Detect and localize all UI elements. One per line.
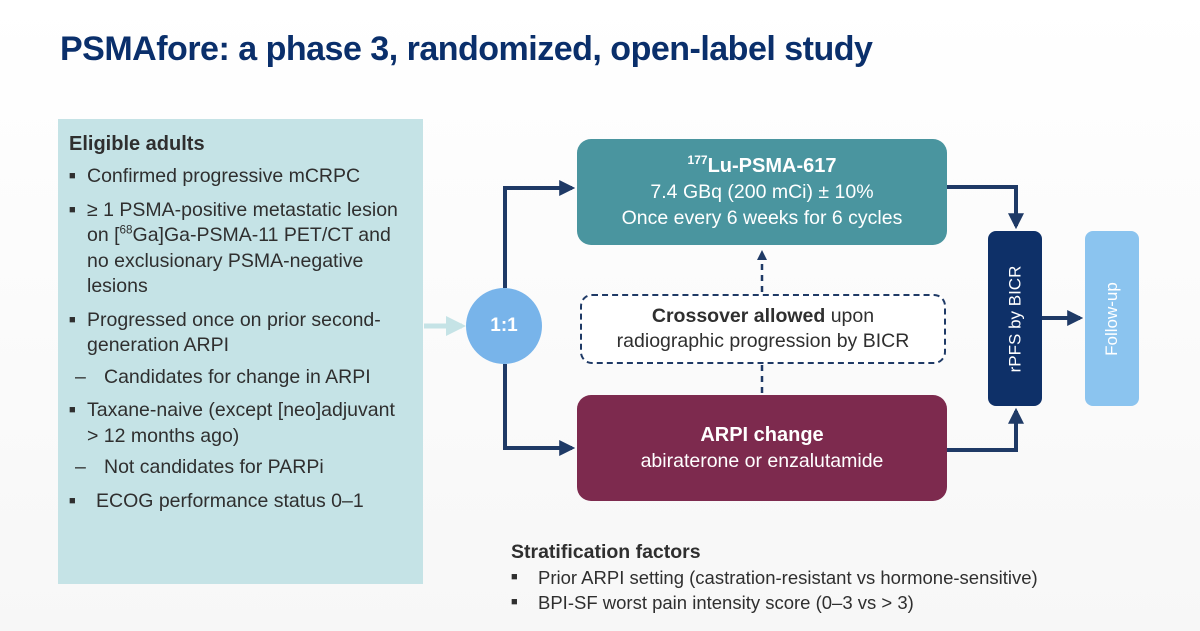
lu-arm-schedule: Once every 6 weeks for 6 cycles xyxy=(621,207,903,229)
followup-box: Follow-up xyxy=(1085,231,1139,406)
arpi-arm-drugs: abiraterone or enzalutamide xyxy=(640,450,884,472)
stratification-item: ■ Prior ARPI setting (castration-resista… xyxy=(511,567,1038,588)
stratification-heading: Stratification factors xyxy=(511,541,701,563)
dash-icon: – xyxy=(75,456,86,478)
randomization-ratio: 1:1 xyxy=(490,315,518,336)
crossover-box: Crossover allowed upon radiographic prog… xyxy=(580,294,946,364)
stratification-item: ■ BPI-SF worst pain intensity score (0–3… xyxy=(511,592,914,613)
lu-arm-name: 177Lu-PSMA-617 xyxy=(687,153,837,177)
endpoint-label: rPFS by BICR xyxy=(1005,265,1024,372)
bullet-icon: ■ xyxy=(69,170,76,182)
randomization-to-arpi-arm-arrow xyxy=(503,364,576,456)
eligibility-item: ■ ≥ 1 PSMA-positive metastatic lesion on… xyxy=(69,198,398,298)
eligibility-panel: Eligible adults ■ Confirmed progressive … xyxy=(58,119,423,584)
randomization-to-lu-arm-arrow xyxy=(503,180,576,288)
bullet-icon: ■ xyxy=(69,313,76,326)
crossover-line-1: Crossover allowed upon xyxy=(651,305,875,327)
arpi-change-arm-box: ARPI change abiraterone or enzalutamide xyxy=(577,395,947,501)
stratification-section: Stratification factors ■ Prior ARPI sett… xyxy=(511,540,1038,615)
randomization-circle: 1:1 xyxy=(466,288,542,364)
followup-label: Follow-up xyxy=(1102,281,1122,356)
eligibility-list: ■ Confirmed progressive mCRPC ■ ≥ 1 PSMA… xyxy=(69,164,411,514)
eligibility-subitem: – Not candidates for PARPi xyxy=(69,455,411,481)
eligibility-subitem: – Candidates for change in ARPI xyxy=(69,365,411,391)
bullet-icon: ■ xyxy=(511,596,518,608)
endpoint-box: rPFS by BICR xyxy=(988,231,1042,406)
eligibility-item: ■ Taxane-naive (except [neo]adjuvant > 1… xyxy=(69,399,395,447)
dash-icon: – xyxy=(75,365,86,388)
bullet-icon: ■ xyxy=(69,494,76,507)
bullet-icon: ■ xyxy=(69,203,76,216)
lu-arm-dose: 7.4 GBq (200 mCi) ± 10% xyxy=(650,181,874,203)
stratification-list: ■ Prior ARPI setting (castration-resista… xyxy=(511,565,1038,615)
lu-psma-arm-box: 177Lu-PSMA-617 7.4 GBq (200 mCi) ± 10% O… xyxy=(577,139,947,245)
bullet-icon: ■ xyxy=(511,571,518,583)
bullet-icon: ■ xyxy=(69,404,76,416)
eligibility-item: ■ ECOG performance status 0–1 xyxy=(69,489,411,515)
eligibility-heading: Eligible adults xyxy=(69,133,205,155)
lu-arm-to-endpoint-arrow xyxy=(947,185,1024,230)
page-title: PSMAfore: a phase 3, randomized, open-la… xyxy=(60,30,873,68)
arpi-arm-name: ARPI change xyxy=(700,424,824,446)
crossover-line-2: radiographic progression by BICR xyxy=(616,330,910,352)
arpi-arm-to-endpoint-arrow xyxy=(947,407,1024,452)
eligibility-item: ■ Confirmed progressive mCRPC xyxy=(69,164,411,190)
eligibility-item: ■ Progressed once on prior second-genera… xyxy=(69,308,381,357)
